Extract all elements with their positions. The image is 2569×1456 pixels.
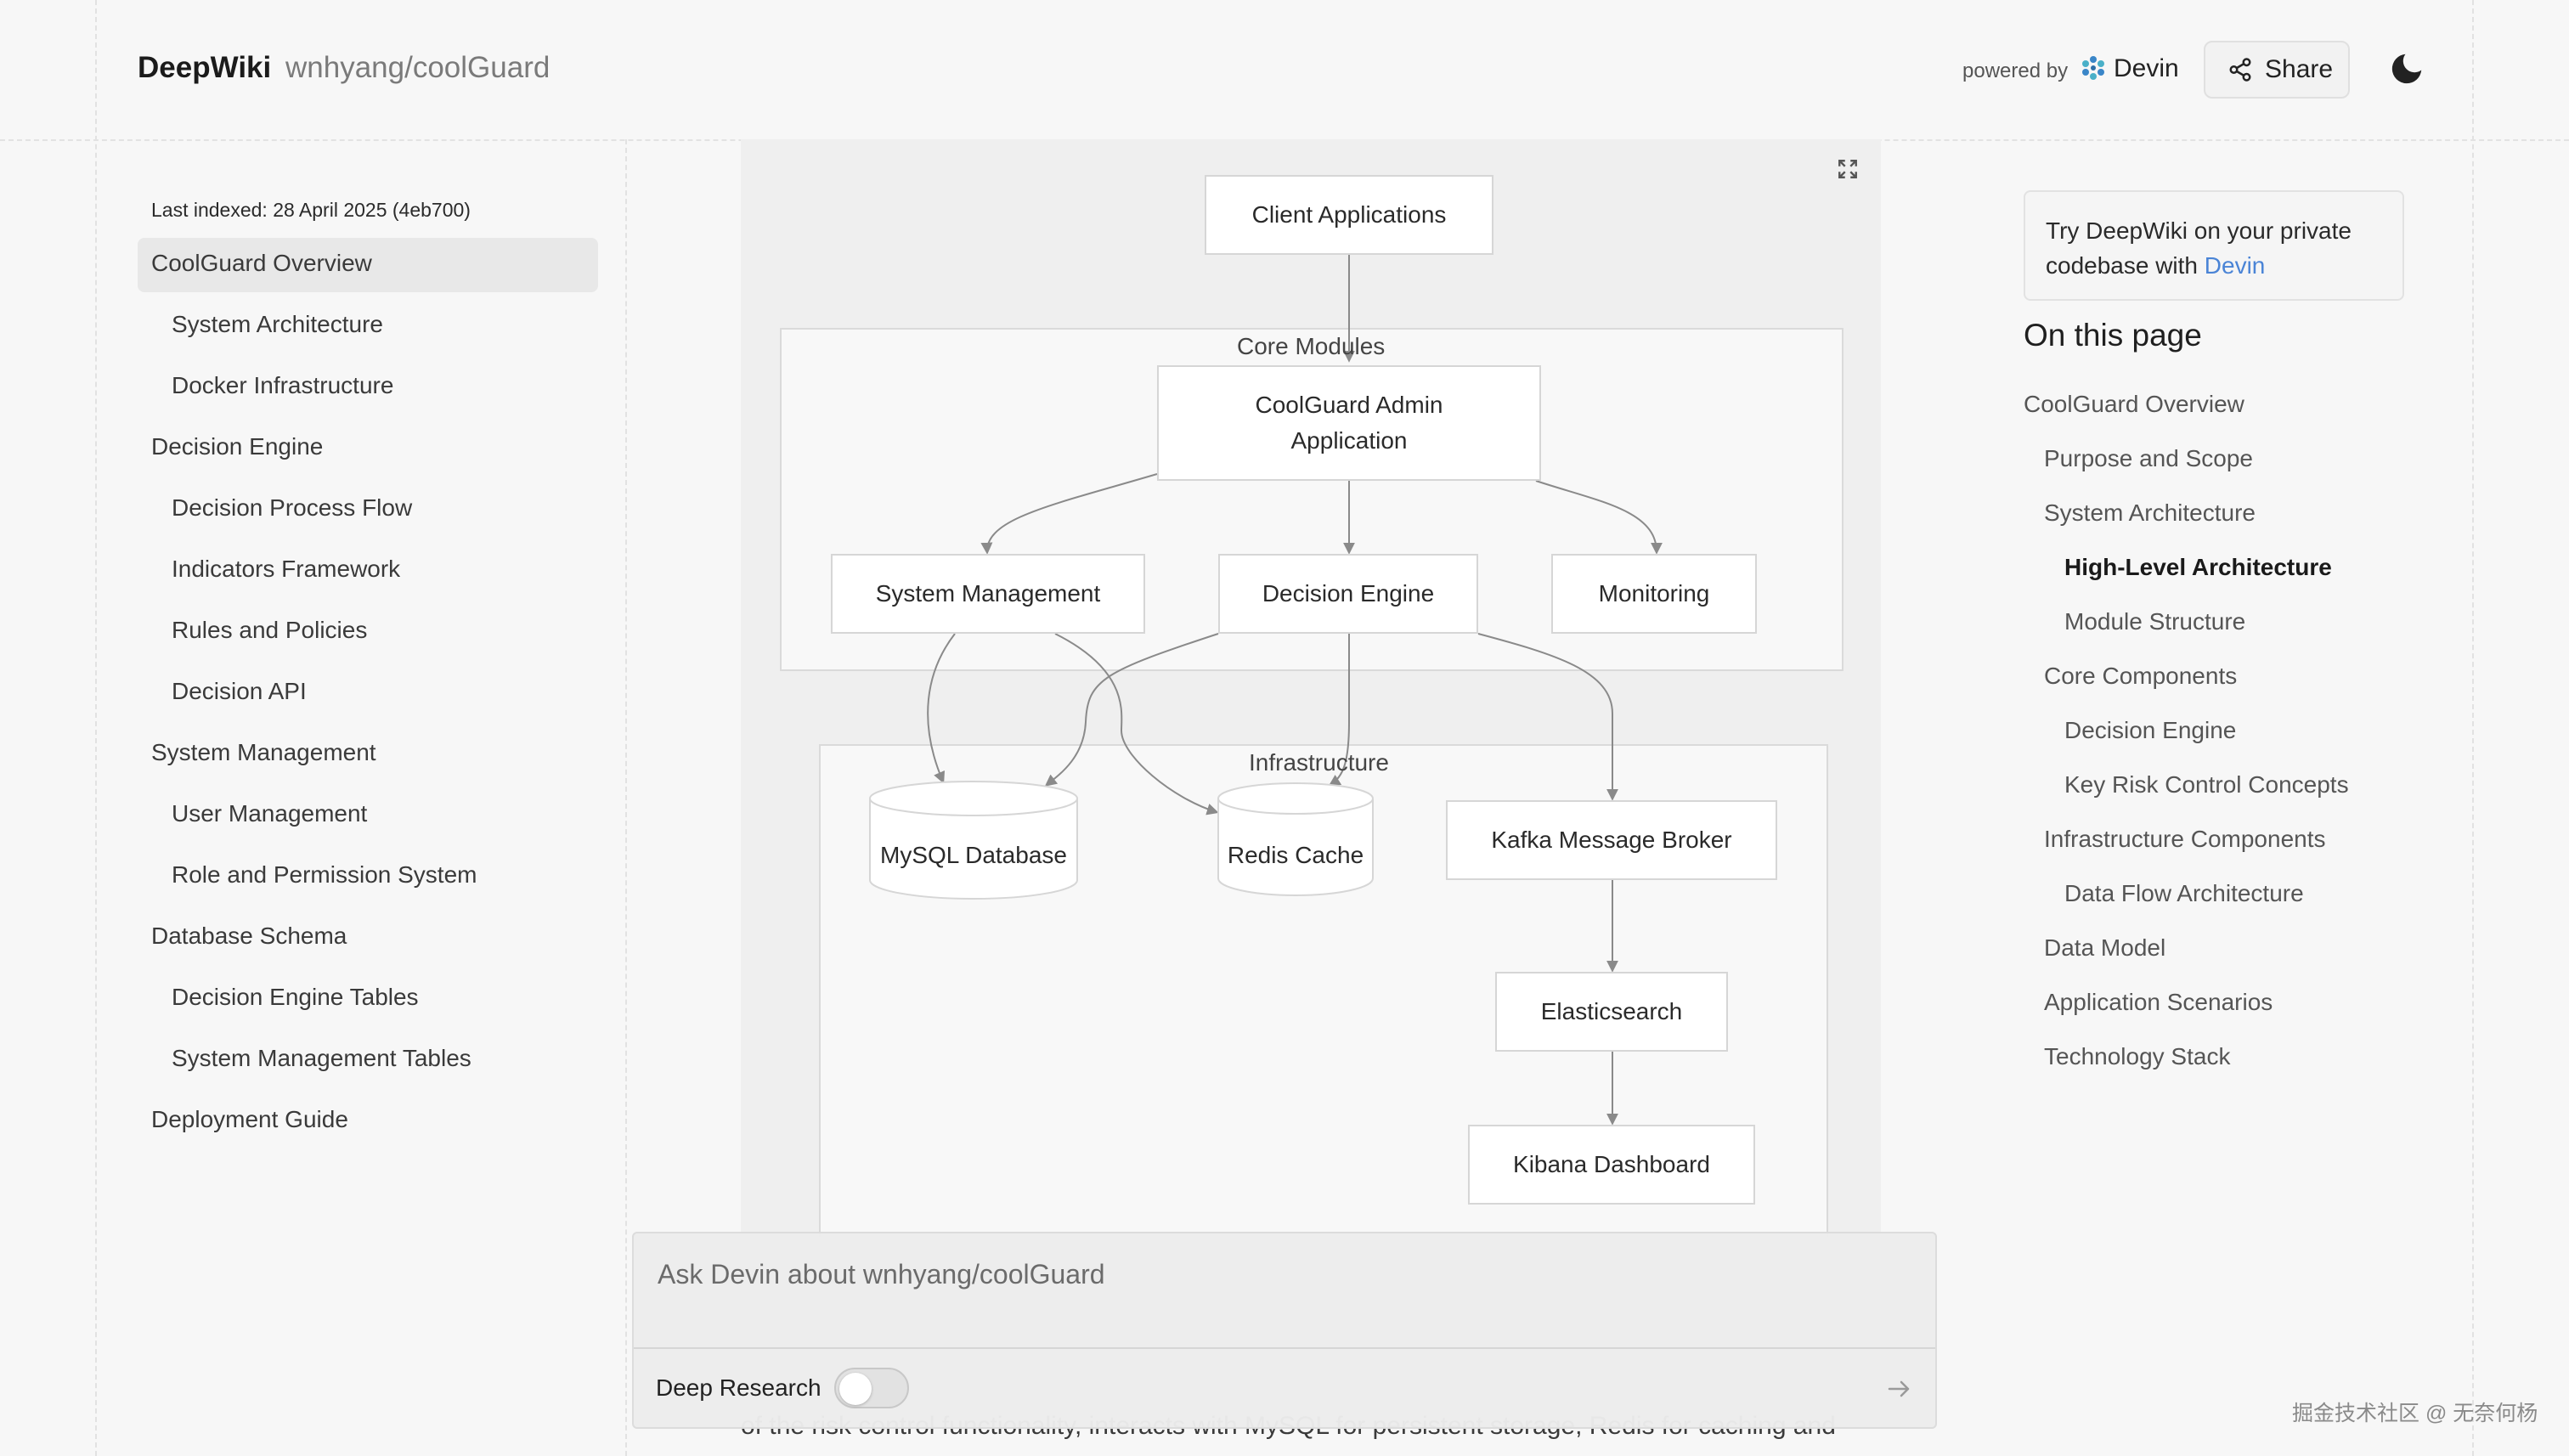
frame-line: [2472, 0, 2474, 1456]
sidebar-item-rules-and-policies[interactable]: Rules and Policies: [172, 617, 368, 643]
node-monitoring: Monitoring: [1551, 554, 1757, 634]
sidebar-item-decision-engine-tables[interactable]: Decision Engine Tables: [172, 984, 419, 1010]
toc-item-application-scenarios[interactable]: Application Scenarios: [2044, 989, 2273, 1015]
share-icon: [2229, 58, 2251, 82]
sidebar-item-role-and-permission-system[interactable]: Role and Permission System: [172, 861, 477, 888]
devin-logo-icon[interactable]: [2080, 54, 2107, 82]
watermark: 掘金技术社区 @ 无奈何杨: [2292, 1402, 2538, 1425]
toc-item-infrastructure-components[interactable]: Infrastructure Components: [2044, 826, 2326, 852]
toc-item-decision-engine[interactable]: Decision Engine: [2064, 717, 2237, 743]
sidebar-item-indicators-framework[interactable]: Indicators Framework: [172, 556, 401, 582]
toc-item-key-risk-control-concepts[interactable]: Key Risk Control Concepts: [2064, 771, 2349, 798]
expand-diagram-icon[interactable]: [1837, 158, 1859, 180]
ask-divider: [634, 1347, 1935, 1349]
toc-item-data-model[interactable]: Data Model: [2044, 934, 2166, 961]
group-label-infrastructure: Infrastructure: [1249, 749, 1389, 776]
sidebar-item-decision-api[interactable]: Decision API: [172, 678, 307, 704]
group-label-core-modules: Core Modules: [1237, 333, 1386, 359]
toc-item-system-architecture[interactable]: System Architecture: [2044, 499, 2256, 526]
repo-name[interactable]: wnhyang/coolGuard: [285, 51, 550, 84]
ask-input[interactable]: Ask Devin about wnhyang/coolGuard: [658, 1259, 1105, 1290]
sidebar-item-deployment-guide[interactable]: Deployment Guide: [151, 1106, 348, 1132]
node-client-applications: Client Applications: [1205, 175, 1493, 255]
promo-devin-link[interactable]: Devin: [2204, 251, 2266, 279]
frame-line: [95, 0, 97, 1456]
sidebar-item-coolguard-overview[interactable]: CoolGuard Overview: [138, 238, 598, 292]
share-label: Share: [2265, 55, 2334, 83]
share-button[interactable]: Share: [2204, 41, 2350, 99]
powered-by-label: powered by: [1962, 59, 2069, 82]
deep-research-label: Deep Research: [656, 1374, 822, 1401]
toc-item-module-structure[interactable]: Module Structure: [2064, 608, 2246, 635]
brand-logo[interactable]: DeepWiki: [138, 51, 272, 84]
mysql-cylinder-shape: [869, 781, 1078, 900]
toc-item-purpose-and-scope[interactable]: Purpose and Scope: [2044, 445, 2253, 471]
sidebar-item-system-architecture[interactable]: System Architecture: [172, 311, 383, 337]
node-decision-engine: Decision Engine: [1218, 554, 1478, 634]
node-mysql-database: MySQL Database: [880, 842, 1067, 868]
ask-devin-panel: Ask Devin about wnhyang/coolGuard Deep R…: [632, 1232, 1937, 1429]
toc-item-core-components[interactable]: Core Components: [2044, 663, 2238, 689]
frame-line: [625, 139, 627, 1456]
toc-item-data-flow-architecture[interactable]: Data Flow Architecture: [2064, 880, 2304, 906]
sidebar-item-database-schema[interactable]: Database Schema: [151, 923, 347, 949]
node-coolguard-admin: CoolGuard Admin Application: [1157, 365, 1541, 481]
sidebar-item-decision-process-flow[interactable]: Decision Process Flow: [172, 494, 413, 521]
sidebar-item-user-management[interactable]: User Management: [172, 800, 368, 827]
node-kibana-dashboard: Kibana Dashboard: [1468, 1125, 1755, 1205]
devin-promo-card: Try DeepWiki on your private codebase wi…: [2024, 190, 2404, 301]
sidebar-item-system-management-tables[interactable]: System Management Tables: [172, 1045, 471, 1071]
node-elasticsearch: Elasticsearch: [1495, 972, 1728, 1052]
node-redis-cache: Redis Cache: [1227, 842, 1364, 868]
sidebar-item-docker-infrastructure[interactable]: Docker Infrastructure: [172, 372, 394, 398]
deep-research-toggle[interactable]: [834, 1368, 909, 1408]
dark-mode-toggle-icon[interactable]: [2387, 49, 2426, 88]
devin-link[interactable]: Devin: [2114, 54, 2179, 82]
toggle-knob: [839, 1373, 872, 1405]
toc-item-technology-stack[interactable]: Technology Stack: [2044, 1043, 2231, 1069]
send-arrow-icon[interactable]: [1877, 1368, 1920, 1410]
promo-text: Try DeepWiki on your private codebase wi…: [2046, 217, 2352, 279]
node-system-management: System Management: [831, 554, 1145, 634]
on-this-page-title: On this page: [2024, 318, 2202, 353]
redis-cylinder-shape: [1217, 782, 1374, 896]
node-kafka-message-broker: Kafka Message Broker: [1446, 800, 1777, 880]
sidebar-item-system-management[interactable]: System Management: [151, 739, 376, 765]
sidebar-item-decision-engine[interactable]: Decision Engine: [151, 433, 324, 460]
last-indexed: Last indexed: 28 April 2025 (4eb700): [151, 199, 471, 221]
toc-item-coolguard-overview[interactable]: CoolGuard Overview: [2024, 391, 2244, 417]
toc-item-high-level-architecture[interactable]: High-Level Architecture: [2064, 554, 2332, 580]
